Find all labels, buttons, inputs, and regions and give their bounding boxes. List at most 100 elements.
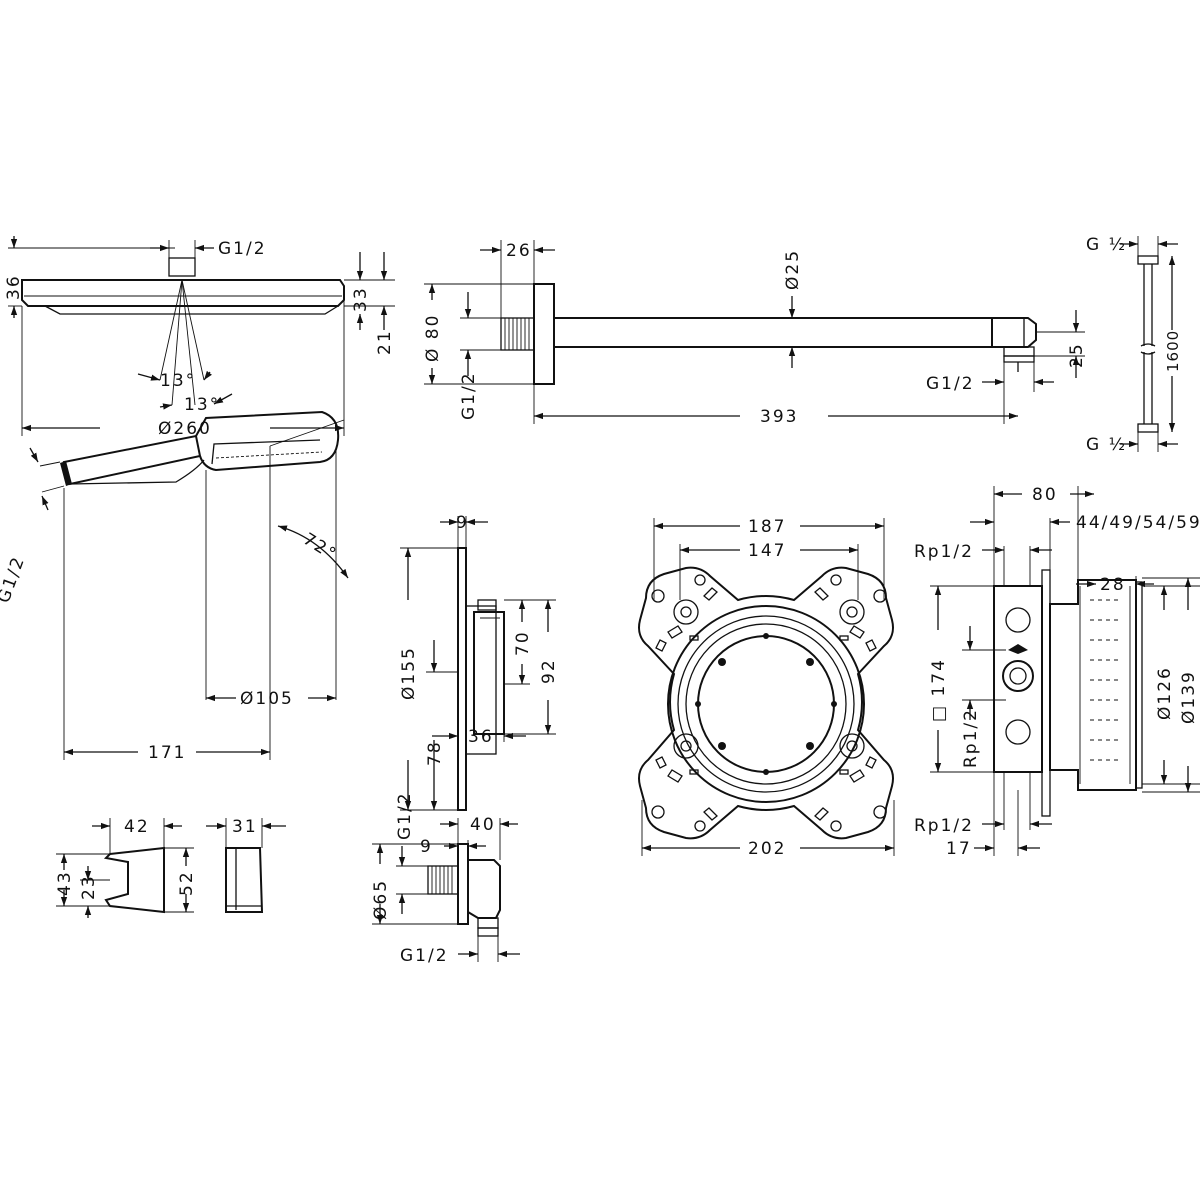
- head-angle-dimensions: 13° 13°: [137, 370, 233, 415]
- trim-plate-diameter-dimension: Ø155: [399, 547, 458, 811]
- holder-view: 42 52 43 23 31: [55, 817, 286, 918]
- basic-set-wall-offset-label: 17: [946, 839, 972, 859]
- wall-outlet-depth-dimension: 40: [440, 815, 518, 860]
- head-height-dimension: 36: [4, 236, 175, 318]
- holder-width-label: 42: [124, 817, 150, 837]
- frame-width-label: 187: [748, 517, 786, 537]
- basic-set-trim-options-dimension: 44/49/54/59: [970, 513, 1200, 570]
- trim-plate-body: [457, 547, 505, 811]
- holder-height-dimension: 52: [164, 847, 197, 913]
- basic-set-inlet-top-dimension: Rp1/2: [914, 542, 1052, 586]
- wall-outlet-view: 40 9 G1/2 Ø65 G1/2: [371, 791, 520, 966]
- arm-flange-depth-label: 26: [506, 241, 532, 261]
- head-diameter-dimension: Ø260: [21, 300, 345, 439]
- arm-tube-diameter-label: Ø25: [783, 249, 803, 290]
- trim-plate-view: 9 Ø155 78 70 92: [399, 513, 559, 811]
- hose-body: [1137, 255, 1159, 433]
- hose-top-thread-dimension: G ½: [1086, 235, 1178, 256]
- hand-shower-thread-dimension: G1/2: [0, 447, 65, 606]
- hand-shower-length-label: 171: [148, 743, 186, 763]
- hand-shower-thread-label: G1/2: [0, 553, 29, 605]
- basic-set-inlet-bottom-label: Rp1/2: [914, 816, 974, 836]
- arm-length-label: 393: [760, 407, 798, 427]
- hand-shower-body: [60, 410, 340, 486]
- basic-set-square-label: □ 174: [929, 658, 949, 722]
- arm-drop-label: 25: [1067, 342, 1087, 368]
- basic-set-wall-offset-dimension: 17: [946, 772, 1040, 859]
- head-body-height-label: 33: [351, 286, 371, 312]
- hose-length-label: 1600: [1164, 330, 1182, 372]
- basic-set-view: 80 44/49/54/59 Rp1/2 28 □ 174: [914, 485, 1200, 859]
- arm-outlet-thread-label: G1/2: [926, 374, 975, 394]
- hand-shower-length-dimension: 171: [63, 488, 271, 763]
- trim-plate-offset-dimension: 78: [425, 640, 458, 810]
- frame-hole-spacing-label: 147: [748, 541, 786, 561]
- holder-height-label: 52: [177, 870, 197, 896]
- shower-arm-view: 26 Ø 80 G1/2 Ø25 25: [423, 240, 1087, 427]
- basic-set-outer-diameter-label: Ø139: [1179, 670, 1199, 724]
- arm-flange-diameter-dimension: Ø 80: [423, 283, 534, 385]
- head-shower-view: G1/2 36 33 21 13° 13°: [4, 236, 395, 439]
- wall-outlet-thread-top-dimension: G1/2: [395, 791, 428, 914]
- basic-set-depth-label: 80: [1032, 485, 1058, 505]
- bracket-width-dimension: 31: [206, 817, 286, 848]
- trim-plate-module-inner-label: 70: [513, 630, 533, 656]
- basic-set-inner-diameter-label: Ø126: [1155, 666, 1175, 720]
- head-height-label: 36: [4, 274, 24, 300]
- basic-set-inlet-bottom-dimension: Rp1/2: [914, 772, 1052, 836]
- holder-width-dimension: 42: [92, 817, 182, 854]
- arm-flange-depth-dimension: 26: [480, 240, 555, 318]
- basic-set-outlet-dimension: Rp1/2: [961, 626, 1006, 768]
- frame-width-dimension: 187: [653, 517, 885, 600]
- wall-outlet-offset-dimension: 9: [420, 837, 486, 860]
- trim-plate-thickness-dimension: 9: [440, 513, 488, 548]
- mounting-frame-view: 187 147 202: [638, 517, 895, 859]
- wall-outlet-diameter-label: Ø65: [371, 879, 391, 920]
- trim-plate-offset-label: 78: [425, 740, 445, 766]
- wall-outlet-thread-bottom-label: G1/2: [400, 946, 449, 966]
- hose-length-dimension: 1600: [1164, 256, 1182, 432]
- basic-set-depth-dimension: 80: [993, 485, 1094, 586]
- arm-length-dimension: 393: [533, 384, 1018, 427]
- holder-upper-label: 43: [55, 870, 75, 896]
- shower-arm-body: [500, 283, 1037, 385]
- trim-plate-diameter-label: Ø155: [399, 646, 419, 700]
- hose-bottom-thread-label: G ½: [1086, 435, 1127, 455]
- hose-top-thread-label: G ½: [1086, 235, 1127, 255]
- hose-view: G ½ G ½ 1600: [1086, 235, 1182, 455]
- frame-hole-spacing-dimension: 147: [679, 541, 859, 600]
- holder-upper-lower-dimensions: 43 23: [55, 853, 110, 918]
- trim-plate-module-dimensions: 70 92: [504, 599, 559, 735]
- head-angle-a-label: 13°: [160, 371, 196, 391]
- head-edge-height-label: 21: [375, 329, 395, 355]
- wall-outlet-thread-top-label: G1/2: [395, 791, 415, 840]
- hose-bottom-thread-dimension: G ½: [1086, 432, 1178, 455]
- arm-wall-thread-label: G1/2: [459, 371, 479, 420]
- hand-shower-head-diameter-dimension: Ø105: [205, 450, 337, 709]
- arm-flange-diameter-label: Ø 80: [423, 314, 443, 362]
- wall-outlet-offset-label: 9: [420, 837, 433, 857]
- basic-set-body: [993, 569, 1143, 817]
- head-connection-dimension: G1/2: [150, 239, 267, 259]
- frame-total-width-dimension: 202: [641, 800, 895, 859]
- trim-plate-depth-dimension: 36: [432, 727, 526, 810]
- basic-set-sleeve-label: 28: [1100, 575, 1126, 595]
- frame-total-width-label: 202: [748, 839, 786, 859]
- head-connection-label: G1/2: [218, 239, 267, 259]
- wall-outlet-thread-bottom-dimension: G1/2: [400, 936, 520, 966]
- basic-set-inlet-top-label: Rp1/2: [914, 542, 974, 562]
- holder-body: [103, 846, 264, 914]
- basic-set-sleeve-dimension: 28: [1076, 575, 1154, 595]
- hand-shower-view: 72° G1/2 Ø105 171: [0, 410, 349, 763]
- head-body-dimensions: 33 21: [344, 252, 395, 355]
- holder-lower-label: 23: [79, 874, 99, 900]
- basic-set-diameter-dimensions: Ø126 Ø139: [1142, 577, 1200, 793]
- basic-set-trim-options-label: 44/49/54/59: [1076, 513, 1200, 533]
- trim-plate-depth-label: 36: [468, 727, 494, 747]
- arm-outlet-thread-dimension: G1/2: [926, 356, 1054, 424]
- head-shower-body: [21, 257, 345, 406]
- hand-shower-head-diameter-label: Ø105: [240, 689, 294, 709]
- basic-set-outlet-label: Rp1/2: [961, 708, 981, 768]
- trim-plate-module-outer-label: 92: [539, 658, 559, 684]
